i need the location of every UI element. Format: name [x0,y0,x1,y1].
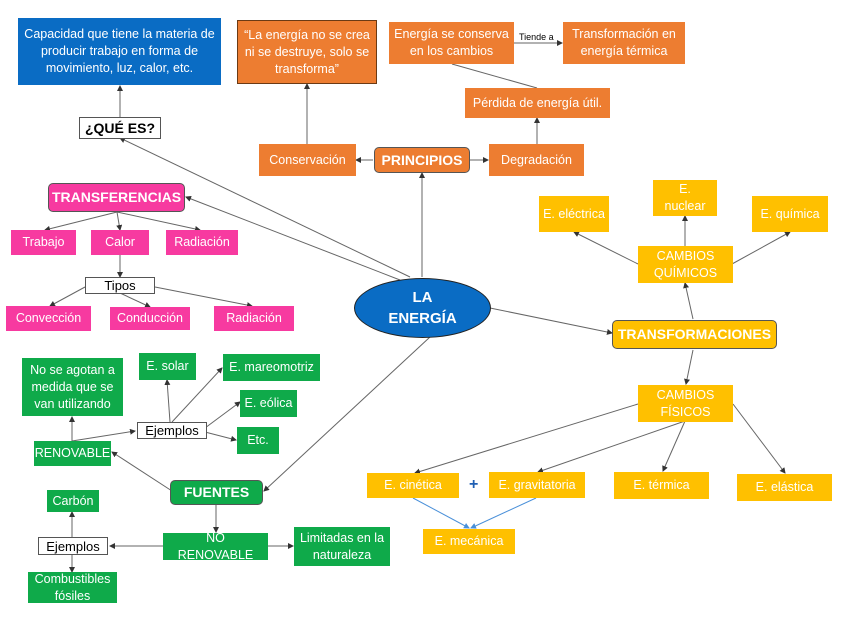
conservacion-node[interactable]: Conservación [259,144,356,176]
degradacion-node[interactable]: Degradación [489,144,584,176]
link-transformaciones-fisicos [684,349,694,385]
que-es-node[interactable]: ¿QUÉ ES? [79,117,161,139]
link-renovable-ejemplos [71,428,136,442]
conserva-box: Energía se conserva en los cambios [389,22,514,64]
link-gravitatoria-mecanica [470,497,537,529]
transfer-item-calor: Calor [91,230,149,255]
link-transf-radiacion [116,211,201,232]
link-ejemplos-mareomotriz [171,367,223,423]
ejemplo-mareomotriz: E. mareomotriz [223,354,320,381]
link-transf-trabajo [44,211,118,232]
fisico-elastica: E. elástica [737,474,832,501]
link-transf-calor [116,211,123,231]
transferencias-node[interactable]: TRANSFERENCIAS [48,183,185,212]
link-center-quees [119,137,411,278]
renovable-desc-box: No se agotan a medida que se van utiliza… [22,358,123,416]
link-fisicos-cinetica [414,403,639,475]
tipo-conveccion: Convección [6,306,91,331]
transfer-item-trabajo: Trabajo [11,230,76,255]
link-fisicos-gravitatoria [537,420,686,474]
quimico-quimica: E. química [752,196,828,232]
no-renovable-ejemplos-node: Ejemplos [38,537,108,555]
cambios-fisicos-node[interactable]: CAMBIOS FÍSICOS [638,385,733,422]
transfer-item-radiacion: Radiación [166,230,238,255]
link-ejemplos-solar [164,379,171,423]
quimico-nuclear: E. nuclear [653,180,717,216]
tiende-a-label: Tiende a [519,32,554,42]
conservation-quote-box: “La energía no se crea ni se destruye, s… [237,20,377,84]
link-ejemplos-etc [204,431,237,442]
cambios-quimicos-node[interactable]: CAMBIOS QUÍMICOS [638,246,733,283]
ejemplo-solar: E. solar [139,353,196,380]
renovable-node[interactable]: RENOVABLE [34,441,111,466]
ejemplo-etc: Etc. [237,427,279,454]
link-fisicos-termica [662,420,686,472]
fisico-gravitatoria: E. gravitatoria [489,472,585,498]
center-node-la-energia[interactable]: LA ENERGÍA [354,278,491,338]
quimico-electrica: E. eléctrica [539,196,609,232]
perdida-box: Pérdida de energía útil. [465,88,610,118]
link-center-transformaciones [489,307,613,335]
link-transformaciones-quimicos [683,282,694,320]
mecanica-node: E. mecánica [423,529,515,554]
transformaciones-node[interactable]: TRANSFORMACIONES [612,320,777,349]
link-perdida-conserva [451,63,538,89]
ejemplo-eolica: E. eólica [240,390,297,417]
limitadas-box: Limitadas en la naturaleza [294,527,390,566]
no-renovable-node[interactable]: NO RENOVABLE [163,531,268,562]
principios-node[interactable]: PRINCIPIOS [374,147,470,173]
fisico-cinetica: E. cinética [367,473,459,498]
carbon-box: Carbón [47,490,99,512]
fisico-termica: E. térmica [614,472,709,499]
link-ejemplos-eolica [204,401,241,429]
renovable-ejemplos-node: Ejemplos [137,422,207,439]
transformacion-termica-box: Transformación en energía térmica [563,22,685,64]
tipos-node: Tipos [85,277,155,294]
link-tipos-radiacion [154,286,253,308]
combustibles-fosiles-box: Combustibles fósiles [28,572,117,603]
link-tipos-conduccion [119,292,151,308]
link-center-fuentes [263,336,431,492]
link-fisicos-elastica [732,403,786,474]
link-quimicos-quimica [731,231,791,265]
link-quimicos-electrica [573,231,639,265]
link-fuentes-renovable [111,451,173,492]
definition-box: Capacidad que tiene la materia de produc… [18,18,221,85]
link-cinetica-mecanica [412,497,470,529]
link-center-transferencias [185,196,401,281]
tipo-conduccion: Conducción [110,307,190,330]
tipo-radiacion: Radiación [214,306,294,331]
plus-sign: + [469,476,479,493]
link-tipos-conveccion [49,286,86,307]
fuentes-node[interactable]: FUENTES [170,480,263,505]
